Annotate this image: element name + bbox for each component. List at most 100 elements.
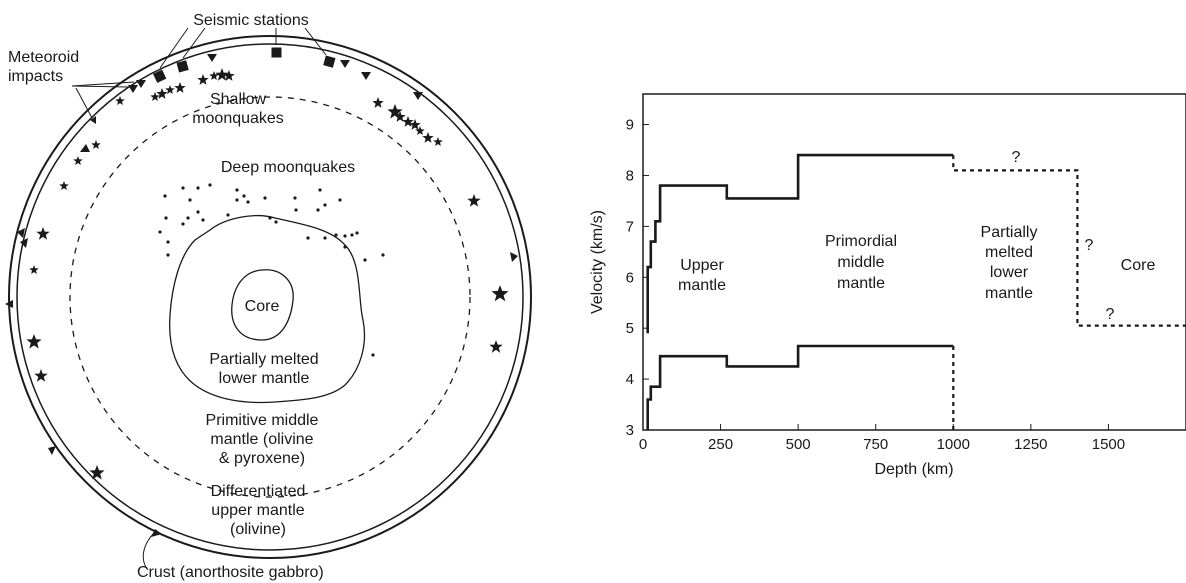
moonquake-star-icon	[174, 82, 186, 93]
moonquake-star-icon	[394, 111, 406, 122]
meteoroid-leader-lines	[71, 81, 135, 119]
crust-arrow-head-icon	[151, 529, 162, 537]
partially-melted-label-line1: Partially melted	[209, 351, 318, 368]
y-tick-label: 9	[626, 117, 634, 134]
y-tick-label: 4	[626, 371, 634, 388]
x-tick-label: 750	[863, 436, 888, 453]
meteoroid-impact-icon	[5, 300, 13, 308]
primitive-mantle-label-line2: mantle (olivine	[210, 431, 313, 448]
velocity-series	[646, 153, 1186, 430]
partially-melted-label-line2: lower mantle	[219, 370, 310, 387]
meteoroid-impact-icon	[128, 85, 138, 93]
primitive-mantle-label-line3: & pyroxene)	[219, 450, 305, 467]
moonquake-star-icon	[415, 126, 425, 135]
moonquake-star-icon	[209, 71, 219, 80]
upper-mantle-label-line2: mantle	[678, 277, 726, 294]
moonquake-star-icon	[59, 181, 69, 190]
differentiated-mantle-label-line3: (olivine)	[230, 521, 286, 538]
y-tick-label: 8	[626, 167, 634, 184]
moonquake-star-icon	[34, 369, 48, 382]
meteoroid-impact-icon	[207, 54, 217, 62]
velocity-line-1	[646, 153, 954, 334]
moonquake-star-icon	[89, 465, 105, 480]
x-tick-label: 1500	[1092, 436, 1125, 453]
moonquake-star-icon	[150, 92, 160, 101]
chart-frame	[642, 93, 1186, 431]
meteoroid-label-line1: Meteoroid	[8, 49, 79, 66]
velocity-line-2	[952, 155, 1186, 327]
meteoroid-impact-icon	[90, 116, 96, 124]
x-tick-label: 500	[786, 436, 811, 453]
meteoroid-impact-icon	[20, 238, 28, 248]
x-tick-label: 1250	[1014, 436, 1047, 453]
lower-mantle-boundary	[169, 215, 366, 404]
shallow-moonquakes-label-line1: Shallow	[210, 91, 266, 108]
x-tick-label: 1000	[937, 436, 970, 453]
primordial-label-line3: mantle	[837, 275, 885, 292]
core-label: Core	[245, 298, 280, 315]
crust-inner-circle	[16, 43, 524, 551]
moonquake-star-icon	[489, 340, 503, 353]
moonquake-star-icon	[197, 74, 209, 85]
upper-mantle-label-line1: Upper	[680, 257, 724, 274]
seismic-station-icon	[153, 69, 167, 83]
y-axis-label: Velocity (km/s)	[589, 210, 606, 314]
moon-outer-circle	[8, 35, 532, 559]
moonquake-star-icon	[26, 334, 42, 349]
partially-melted-chart-label-line4: mantle	[985, 285, 1033, 302]
question-mark-3: ?	[1106, 306, 1115, 323]
moonquake-star-icon	[433, 137, 443, 146]
primordial-label-line2: middle	[837, 254, 884, 271]
core-chart-label: Core	[1121, 257, 1156, 274]
differentiated-mantle-label-line2: upper mantle	[211, 502, 304, 519]
meteoroid-impact-icon	[510, 252, 518, 262]
primordial-label-line1: Primordial	[825, 233, 897, 250]
meteoroid-impact-icon	[80, 144, 90, 152]
y-tick-label: 3	[626, 422, 634, 439]
moonquake-star-icon	[409, 119, 421, 130]
partially-melted-chart-label-line1: Partially	[981, 224, 1038, 241]
deep-moonquake-boundary	[69, 96, 471, 498]
question-mark-2: ?	[1085, 237, 1094, 254]
seismic-stations-label: Seismic stations	[193, 12, 309, 29]
moonquake-star-icon	[73, 156, 83, 165]
moonquake-star-icon	[372, 97, 384, 108]
meteoroid-label-line2: impacts	[8, 68, 63, 85]
velocity-line-3	[646, 344, 954, 430]
x-axis-label: Depth (km)	[874, 461, 953, 478]
moonquake-star-icon	[467, 194, 481, 207]
moonquake-star-icon	[402, 116, 414, 127]
moonquake-star-icon	[422, 132, 434, 143]
crust-label: Crust (anorthosite gabbro)	[137, 564, 324, 581]
y-tick-label: 6	[626, 269, 634, 286]
moonquake-star-icon	[115, 96, 125, 105]
moonquake-star-icon	[491, 285, 509, 302]
core-boundary	[231, 269, 294, 341]
shallow-moonquakes-label-line2: moonquakes	[192, 110, 284, 127]
y-tick-label: 5	[626, 320, 634, 337]
meteoroid-impact-icon	[136, 80, 146, 88]
meteoroid-impact-icon	[48, 446, 56, 455]
differentiated-mantle-label-line1: Differentiated	[211, 483, 306, 500]
seismic-station-icon	[176, 60, 189, 73]
partially-melted-chart-label-line3: lower	[990, 264, 1029, 281]
moonquake-star-icon	[156, 88, 168, 99]
primitive-mantle-label-line1: Primitive middle	[206, 412, 319, 429]
question-mark-1: ?	[1012, 149, 1021, 166]
deep-moonquakes-label: Deep moonquakes	[221, 159, 355, 176]
moonquake-star-icon	[36, 227, 50, 240]
meteoroid-impact-icon	[361, 72, 371, 80]
seismic-station-markers	[153, 47, 336, 83]
x-tick-label: 0	[639, 436, 647, 453]
meteoroid-impact-icon	[17, 228, 25, 238]
moonquake-star-icon	[29, 265, 39, 274]
partially-melted-chart-label-line2: melted	[985, 244, 1033, 261]
moonquake-star-icon	[91, 140, 101, 149]
deep-moonquake-dots	[158, 183, 385, 357]
moonquake-star-icon	[223, 70, 235, 81]
moonquake-star-icon	[215, 68, 229, 81]
seismic-station-icon	[271, 47, 282, 58]
